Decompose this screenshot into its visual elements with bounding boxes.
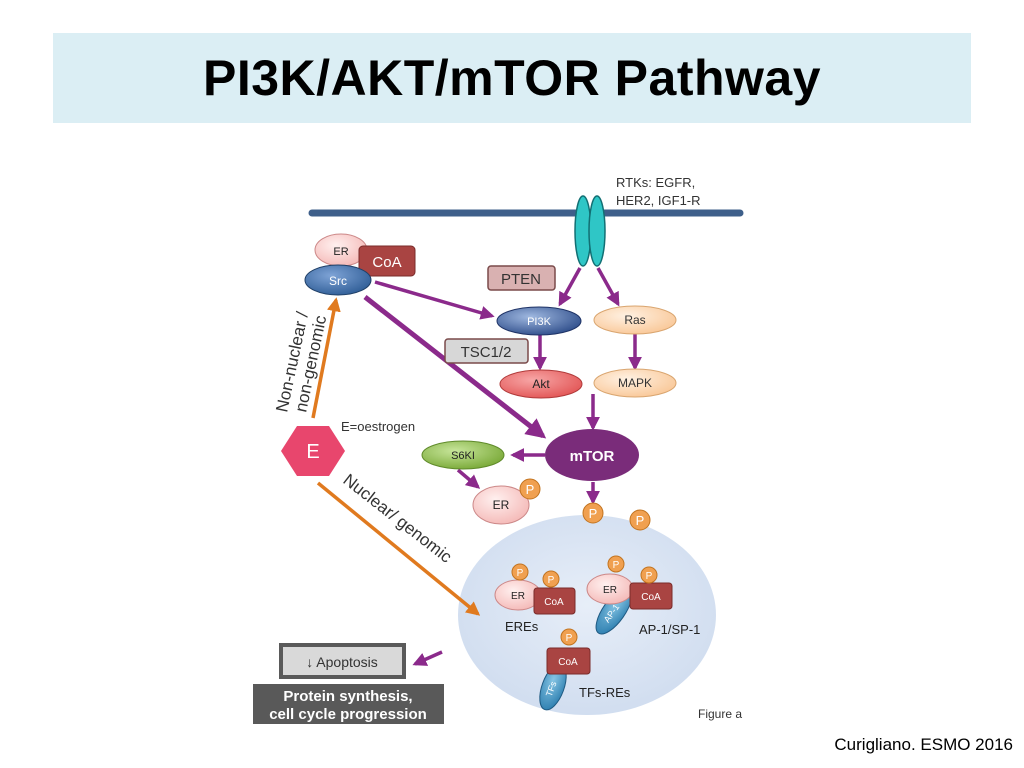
citation: Curigliano. ESMO 2016 <box>834 735 1013 754</box>
arrow-src-pi3k <box>374 280 495 320</box>
coa-membrane-label: CoA <box>372 254 401 271</box>
ap1-complex: AP-1 ER CoA P P <box>586 555 673 635</box>
svg-text:P: P <box>526 482 535 497</box>
eres-label: EREs <box>505 619 539 634</box>
title-band: PI3K/AKT/mTOR Pathway <box>53 33 971 123</box>
arrow-src-mtor <box>363 295 547 439</box>
arrow-e-src <box>311 297 341 419</box>
coa-membrane-node <box>358 245 416 277</box>
mtor-node: mTOR <box>545 429 639 481</box>
arrow-rtk-pi3k <box>558 267 582 307</box>
tsc-box: TSC1/2 <box>444 338 529 364</box>
src-label: Src <box>329 274 347 288</box>
apoptosis-box: ↓ Apoptosis <box>279 643 406 679</box>
ras-label: Ras <box>624 313 645 327</box>
mapk-node: MAPK <box>593 368 677 398</box>
tfs-complex: TFs CoA P <box>539 628 591 711</box>
oestrogen-hexagon: E <box>281 426 345 476</box>
nuclear-genomic-label: Nuclear/ genomic <box>340 470 456 567</box>
svg-text:CoA: CoA <box>641 592 661 603</box>
svg-text:CoA: CoA <box>558 657 578 668</box>
oestrogen-definition: E=oestrogen <box>341 419 415 434</box>
svg-text:P: P <box>566 633 573 644</box>
svg-text:P: P <box>589 506 598 521</box>
svg-text:P: P <box>646 571 653 582</box>
er-cytoplasm-node: ER P <box>472 478 541 525</box>
src-node <box>304 264 372 296</box>
svg-text:P: P <box>517 568 524 579</box>
pi3k-node: PI3K <box>496 306 582 336</box>
er-membrane-label: ER <box>333 246 348 258</box>
rtk-receptor <box>574 195 606 267</box>
akt-node: Akt <box>499 369 583 399</box>
phospho-badge <box>519 478 541 500</box>
svg-text:ER: ER <box>603 585 617 596</box>
pten-box: PTEN <box>487 265 556 291</box>
arrow-nucleus-outputs <box>412 650 443 666</box>
rtk-label-line2: HER2, IGF1-R <box>616 193 701 208</box>
apoptosis-label: ↓ Apoptosis <box>306 654 378 670</box>
svg-text:P: P <box>613 560 620 571</box>
arrow-s6ki-er <box>456 468 481 489</box>
protein-synthesis-box: Protein synthesis, cell cycle progressio… <box>253 684 444 724</box>
akt-label: Akt <box>532 377 550 391</box>
er-src-complex: ER CoA Src <box>304 233 416 296</box>
pi3k-label: PI3K <box>527 316 552 328</box>
svg-text:CoA: CoA <box>544 597 564 608</box>
phospho-badge-mtor: P <box>582 502 604 524</box>
arrow-rtk-ras <box>596 267 620 307</box>
pathway-arrows <box>363 267 642 666</box>
er-cytoplasm-label: ER <box>493 498 510 512</box>
phospho-badge-free: P <box>629 509 651 531</box>
protein-synthesis-line2: cell cycle progression <box>269 706 427 723</box>
tsc-label: TSC1/2 <box>461 344 512 361</box>
s6ki-node: S6KI <box>421 440 505 470</box>
pten-label: PTEN <box>501 271 541 288</box>
svg-text:ER: ER <box>511 591 525 602</box>
figure-caption: Figure a <box>698 707 742 721</box>
ap1-sp1-label: AP-1/SP-1 <box>639 622 700 637</box>
s6ki-label: S6KI <box>451 450 475 462</box>
oestrogen-label: E <box>306 441 319 463</box>
eres-complex: ER CoA P P <box>494 563 576 615</box>
svg-text:P: P <box>548 575 555 586</box>
tfs-res-label: TFs-REs <box>579 685 631 700</box>
svg-text:P: P <box>636 513 645 528</box>
mapk-label: MAPK <box>618 376 652 390</box>
ras-node: Ras <box>593 305 677 335</box>
arrow-e-nucleus <box>316 481 481 616</box>
rtk-label-line1: RTKs: EGFR, <box>616 175 695 190</box>
page-title: PI3K/AKT/mTOR Pathway <box>202 50 822 106</box>
mtor-label: mTOR <box>570 448 615 465</box>
oestrogen-arrows <box>311 297 481 616</box>
protein-synthesis-line1: Protein synthesis, <box>283 688 412 705</box>
